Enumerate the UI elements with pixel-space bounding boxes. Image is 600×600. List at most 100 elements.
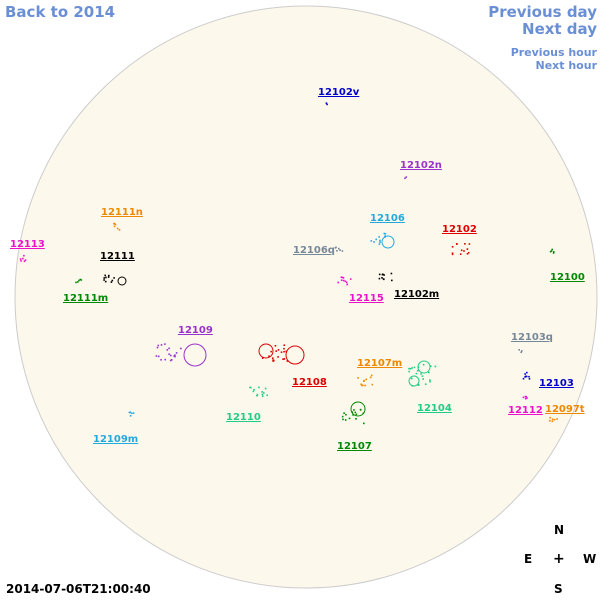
sunspot-dot-12104: [409, 368, 412, 370]
sunspot-dot-12111n: [114, 223, 117, 226]
region-label-12102[interactable]: 12102: [442, 224, 477, 235]
sunspot-dot-12115: [340, 279, 343, 281]
sunspot-dot-12107: [354, 411, 357, 414]
next-hour-link[interactable]: Next hour: [535, 59, 598, 72]
sunspot-dot-12104: [411, 385, 414, 387]
sunspot-dot-12108: [270, 350, 272, 353]
sunspot-dot-12097t: [551, 420, 554, 423]
sunspot-dot-12107m: [363, 380, 365, 382]
region-label-12111m[interactable]: 12111m: [63, 293, 108, 304]
sunspot-dot-12107: [362, 412, 365, 415]
region-label-12097t[interactable]: 12097t: [545, 404, 585, 415]
sunspot-dot-12106: [383, 232, 386, 235]
sunspot-dot-12107: [352, 414, 354, 416]
sunspot-dot-12108: [274, 345, 277, 347]
sunspot-dot-12097t: [549, 416, 551, 419]
previous-day-link[interactable]: Previous day: [488, 3, 597, 21]
sunspot-dot-12100: [553, 251, 555, 253]
sunspot-dot-12112: [524, 395, 527, 398]
sunspot-dot-12110: [253, 388, 255, 391]
region-label-12108[interactable]: 12108: [292, 377, 327, 388]
sunspot-dot-12109: [175, 352, 178, 354]
sunspot-dot-12104: [416, 369, 419, 372]
sunspot-dot-12108: [275, 350, 277, 352]
sunspot-umbra-12111: [117, 276, 127, 286]
sunspot-dot-12107m: [370, 374, 373, 377]
previous-hour-link[interactable]: Previous hour: [510, 46, 597, 59]
sunspot-dot-12115: [346, 283, 348, 286]
sunspot-dot-12106q: [335, 246, 337, 249]
sunspot-dot-12107: [342, 418, 344, 421]
sunspot-dot-12106: [384, 233, 387, 235]
region-label-12110[interactable]: 12110: [226, 412, 261, 423]
sunspot-dot-12107m: [360, 383, 362, 386]
region-label-12102m[interactable]: 12102m: [394, 289, 439, 300]
sunspot-dot-12111m: [79, 278, 82, 281]
region-label-12109[interactable]: 12109: [178, 325, 213, 336]
sunspot-dot-12112: [526, 397, 528, 399]
sunspot-dot-12111m: [80, 279, 83, 281]
sunspot-dot-12111: [104, 274, 106, 277]
sunspot-dot-12110: [261, 393, 264, 396]
sunspot-dot-12104: [430, 365, 432, 367]
sunspot-dot-12106q: [338, 247, 340, 250]
region-label-12103q[interactable]: 12103q: [511, 332, 553, 343]
sunspot-umbra-12108: [285, 345, 305, 365]
sunspot-dot-12109: [157, 344, 160, 347]
region-label-12100[interactable]: 12100: [550, 272, 585, 283]
sunspot-dot-12108: [285, 350, 288, 353]
sunspot-dot-12107: [355, 418, 357, 420]
sunspot-dot-12111: [111, 279, 114, 282]
sunspot-dot-12109: [160, 359, 162, 361]
next-day-link[interactable]: Next day: [522, 20, 597, 38]
region-label-12102v[interactable]: 12102v: [318, 87, 360, 98]
sunspot-dot-12102: [460, 249, 463, 252]
sunspot-dot-12104: [421, 375, 424, 377]
sunspot-umbra-12107: [350, 401, 366, 417]
sunspot-dot-12108: [272, 360, 274, 362]
region-label-12107[interactable]: 12107: [337, 441, 372, 452]
sunspot-dot-12111: [113, 277, 115, 279]
sunspot-dot-12104: [422, 378, 424, 380]
sunspot-dot-12102: [456, 243, 458, 245]
sunspot-dot-12097t: [556, 418, 558, 420]
region-label-12113[interactable]: 12113: [10, 239, 45, 250]
sunspot-dot-12103: [525, 375, 527, 378]
region-label-12115[interactable]: 12115: [349, 293, 384, 304]
region-label-12111[interactable]: 12111: [100, 251, 135, 262]
sunspot-dot-12115: [341, 276, 344, 279]
region-label-12111n[interactable]: 12111n: [101, 207, 143, 218]
region-labels: 12102v 12102n 12111n 12106 12102 12113 12106q 1…: [10, 87, 585, 452]
region-label-12107m[interactable]: 12107m: [357, 358, 402, 369]
sunspot-dot-12102: [468, 243, 471, 245]
region-label-12102n[interactable]: 12102n: [400, 160, 442, 171]
region-label-12106[interactable]: 12106: [370, 213, 405, 224]
sunspot-dot-12115: [342, 279, 345, 282]
region-label-12109m[interactable]: 12109m: [93, 434, 138, 445]
region-label-12103[interactable]: 12103: [539, 378, 574, 389]
sunspot-dot-12113: [24, 259, 27, 261]
region-label-12106q[interactable]: 12106q: [293, 245, 335, 256]
sunspot-dot-12106q: [336, 250, 338, 252]
sunspot-dot-12104: [410, 377, 413, 380]
sunspot-dot-12109: [168, 353, 170, 355]
sunspot-dot-12110: [262, 395, 264, 398]
sunspot-dot-12104: [429, 380, 431, 383]
sunspot-dot-12102: [466, 253, 469, 255]
back-to-year-link[interactable]: Back to 2014: [5, 3, 116, 21]
sunspot-dot-12106: [373, 241, 375, 243]
sunspot-dot-12112: [525, 395, 527, 398]
sunspot-umbra-12104: [408, 375, 420, 387]
sunspot-dot-12115: [345, 281, 348, 284]
sunspot-dot-12108: [286, 360, 289, 362]
sunspot-dot-12106: [384, 235, 386, 237]
sunspot-dot-12107: [341, 415, 344, 418]
region-label-12112[interactable]: 12112: [508, 405, 543, 416]
sunspot-dot-12102: [467, 251, 470, 254]
sunspot-dot-12106: [379, 239, 381, 242]
sunspot-dot-12106: [384, 236, 386, 238]
sunspot-dot-12109: [168, 347, 170, 350]
sunspot-dot-12102: [451, 246, 454, 248]
region-label-12104[interactable]: 12104: [417, 403, 452, 414]
